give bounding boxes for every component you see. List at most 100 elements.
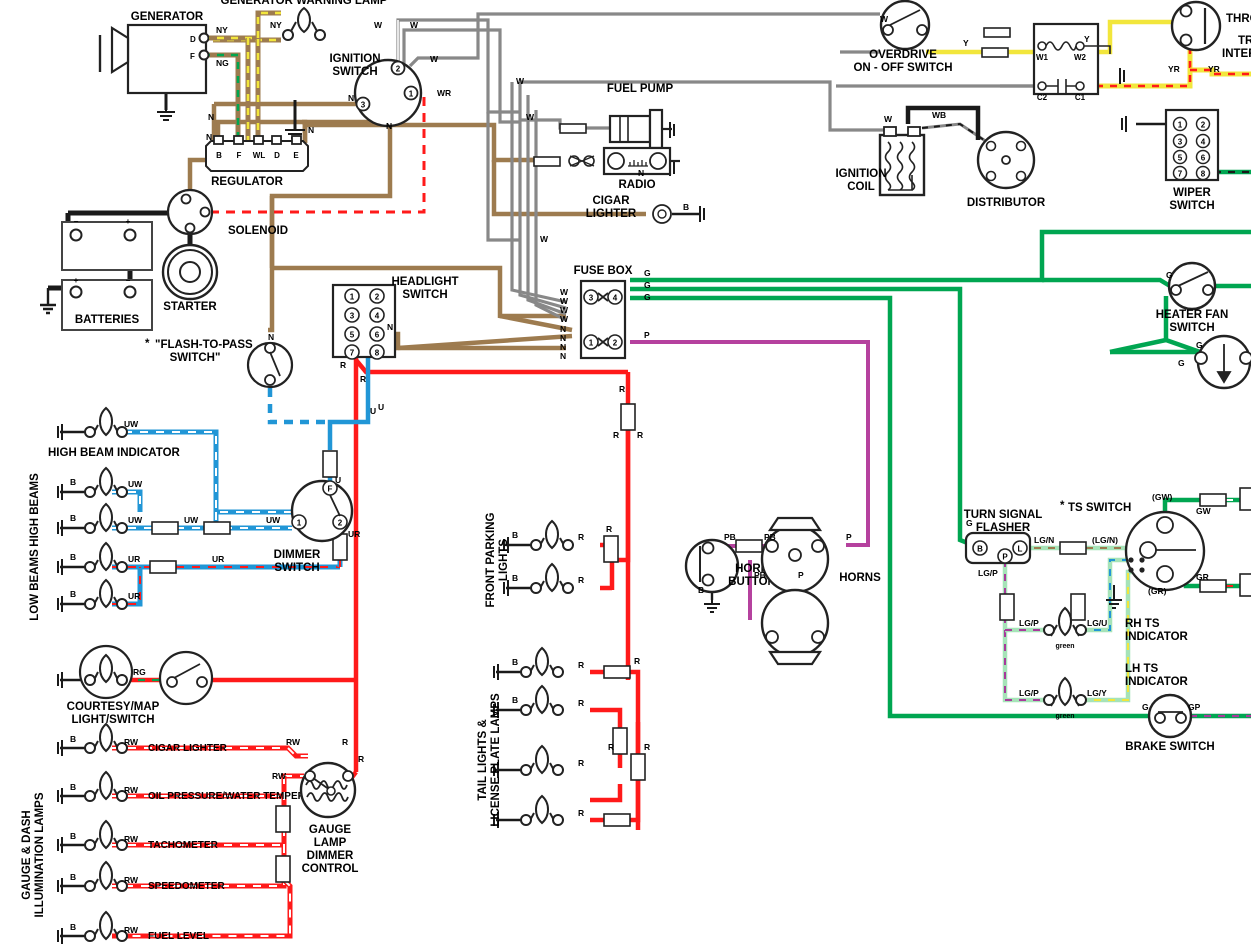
gauge-lamp-dimmer-control[interactable]: GAUGE LAMP DIMMER CONTROL <box>299 761 358 875</box>
wire-label-n-ign-down: N <box>386 121 392 131</box>
overdrive-term-w2: W2 <box>1074 53 1087 62</box>
overdrive-switch[interactable]: OVERDRIVE ON - OFF SWITCH <box>853 0 953 74</box>
wire-label-b-cigar: B <box>683 202 689 212</box>
wire-label-yr1: YR <box>1168 64 1180 74</box>
low-beams-section-label: LOW BEAMS <box>29 549 41 621</box>
dimmer-switch[interactable]: F 1 2 DIMMER SWITCH <box>274 479 354 574</box>
headlight-switch[interactable]: 1 2 3 4 5 6 7 8 HEADLIGHT SWITCH <box>331 276 459 360</box>
hl-term-1: 1 <box>350 293 355 302</box>
wire-label-r-v1: R <box>619 384 625 394</box>
ignition-coil-label-2: COIL <box>847 181 874 193</box>
wire-label-r-dim2: R <box>358 754 364 764</box>
wire-label-r-tail5: R <box>634 656 640 666</box>
fuse-box[interactable]: 3 4 1 2 FUSE BOX <box>574 265 633 360</box>
ts-switch[interactable]: * TS SWITCH <box>1060 500 1206 592</box>
solenoid-label: SOLENOID <box>228 225 288 237</box>
wire-label-y2: Y <box>1084 34 1090 44</box>
gauge-dash-label-2: ILLUMINATION LAMPS <box>34 792 46 917</box>
gauge-dimmer-label-2: LAMP <box>314 837 347 849</box>
courtesy-map-light[interactable]: COURTESY/MAP LIGHT/SWITCH <box>67 644 214 726</box>
fuse-term-2: 2 <box>613 339 618 348</box>
wire-label-n-ign3: N <box>348 93 354 103</box>
hl-term-8: 8 <box>375 349 380 358</box>
wire-label-ur-lb1: UR <box>128 554 140 564</box>
cigar-lighter[interactable]: CIGAR LIGHTER <box>586 195 672 224</box>
regulator-terminal-d: D <box>274 151 280 160</box>
rh-ts-label-2: INDICATOR <box>1125 631 1189 643</box>
distributor[interactable]: DISTRIBUTOR <box>967 130 1046 209</box>
wire-label-rw-2: RW <box>124 785 139 795</box>
overdrive-label-2: ON - OFF SWITCH <box>853 62 952 74</box>
solenoid[interactable]: SOLENOID <box>166 188 288 237</box>
high-beam-lamps: HIGH BEAMS <box>29 466 128 547</box>
transmission-label-2: INTERLOCK <box>1222 48 1251 60</box>
ignition-coil[interactable]: IGNITION COIL <box>835 126 926 197</box>
wire-label-lgp-rh: LG/P <box>1019 618 1039 628</box>
wire-label-b-hb1: B <box>70 477 76 487</box>
wire-label-b-lb2: B <box>70 589 76 599</box>
radio[interactable]: RADIO <box>533 146 680 191</box>
batteries-label: BATTERIES <box>75 314 140 326</box>
overdrive-relay[interactable]: W1 W2 C2 C1 <box>981 22 1111 102</box>
regulator-terminal-wl: WL <box>253 151 266 160</box>
ignition-terminal-2: 2 <box>396 65 401 74</box>
generator[interactable]: D F GENERATOR <box>98 11 210 95</box>
wire-label-gw: GW <box>1196 506 1212 516</box>
wire-label-n-fb1: N <box>560 324 566 334</box>
turn-signal-flasher[interactable]: B P L TURN SIGNAL FLASHER <box>964 509 1043 565</box>
cigar-lighter-label-1: CIGAR <box>592 195 630 207</box>
regulator-terminal-e: E <box>293 151 299 160</box>
ignition-terminal-1: 1 <box>409 90 414 99</box>
hl-term-3: 3 <box>350 312 355 321</box>
dimmer-switch-label-2: SWITCH <box>274 562 319 574</box>
starter[interactable]: STARTER <box>161 243 219 313</box>
wire-label-n-fb2: N <box>560 333 566 343</box>
wire-label-u-hl8: U <box>370 406 376 416</box>
flasher-term-l: L <box>1018 545 1023 554</box>
fuel-pump[interactable]: FUEL PUMP <box>559 83 673 150</box>
wire-label-b-dash1: B <box>70 734 76 744</box>
wire-label-uw-hb4: UW <box>266 515 281 525</box>
wire-label-w-fb4: W <box>560 314 569 324</box>
wire-label-wr: WR <box>437 88 451 98</box>
wire-label-r-v3: R <box>637 430 643 440</box>
ts-indicators: green RH TS INDICATOR green LH TS INDICA… <box>1043 606 1189 720</box>
wire-label-w-fb3: W <box>560 305 569 315</box>
ignition-switch-label-2: SWITCH <box>332 66 377 78</box>
generator-warning-lamp[interactable]: GENERATOR WARNING LAMP <box>221 0 388 41</box>
dimmer-term-2: 2 <box>338 519 343 528</box>
wire-label-u-dim: U <box>335 475 341 485</box>
wire-label-yr2: YR <box>1208 64 1220 74</box>
ignition-switch[interactable]: 2 1 3 IGNITION SWITCH <box>329 53 423 128</box>
wiper-term-2: 2 <box>1201 121 1206 130</box>
brake-switch[interactable]: BRAKE SWITCH <box>1125 693 1215 753</box>
generator-warning-lamp-label: GENERATOR WARNING LAMP <box>221 0 388 7</box>
overdrive-term-w1: W1 <box>1036 53 1049 62</box>
wire-label-g-fb3: G <box>644 292 651 302</box>
heater-fan-switch[interactable]: HEATER FAN SWITCH <box>1156 261 1229 334</box>
courtesy-map-label-2: LIGHT/SWITCH <box>71 714 154 726</box>
wire-label-g-heater3: G <box>1178 358 1185 368</box>
turn-signal-flasher-label-2: FLASHER <box>976 522 1031 534</box>
flash-to-pass-switch[interactable]: * "FLASH-TO-PASS SWITCH" <box>145 338 294 389</box>
batteries[interactable]: − + + − BATTERIES <box>61 217 153 331</box>
flasher-term-p: P <box>1002 553 1008 562</box>
battery2-plus: + <box>74 276 79 285</box>
wiper-switch[interactable]: 1 2 3 4 5 6 7 8 WIPER SWITCH <box>1164 108 1220 212</box>
wire-label-w-bus1: W <box>516 76 525 86</box>
wire-label-p-horn1: P <box>798 570 804 580</box>
throttle-interlock-switch[interactable]: THROTTLE TRANSMISSION INTERLOCK <box>1170 0 1251 60</box>
wire-label-w-fb2: W <box>560 296 569 306</box>
regulator[interactable]: B F WL D E REGULATOR <box>205 135 309 188</box>
heater-fan-motor[interactable] <box>1194 334 1251 390</box>
wire-label-w-bus3: W <box>540 234 549 244</box>
tail-lights-label-1: TAIL LIGHTS & <box>477 719 489 800</box>
wire-label-r-hl7a: R <box>340 360 346 370</box>
dash-lamp-name-cigar: CIGAR LIGHTER <box>148 743 228 754</box>
horn-button[interactable]: HORN BUTTON <box>684 538 776 594</box>
wire-label-b-dash5: B <box>70 922 76 932</box>
wire-label-b-horn: B <box>698 585 704 595</box>
hl-term-7: 7 <box>350 349 355 358</box>
transmission-label-1: TRANSMISSION <box>1238 35 1251 47</box>
